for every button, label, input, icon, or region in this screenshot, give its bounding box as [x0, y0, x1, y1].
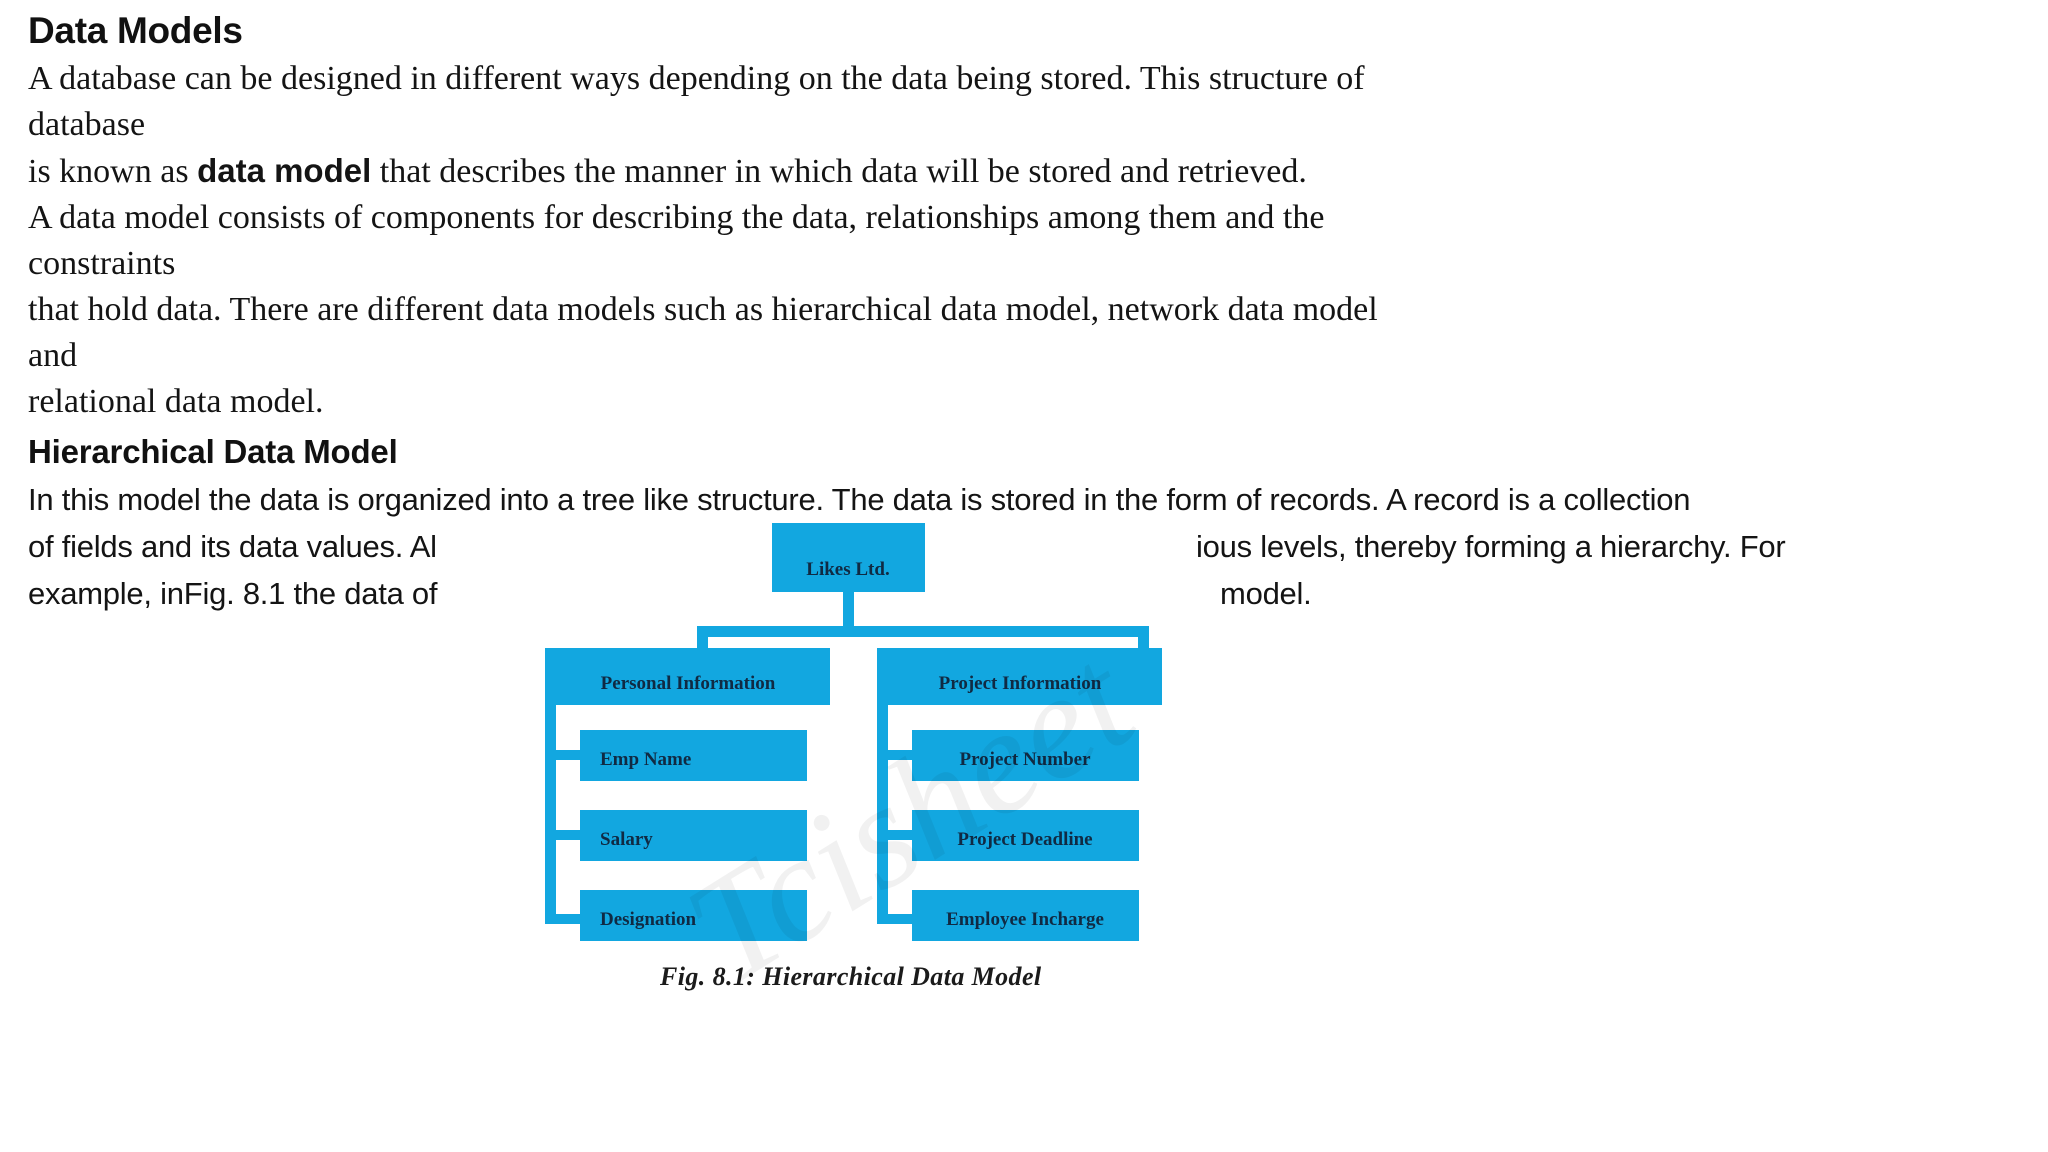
- connector-drop-personal: [697, 626, 708, 652]
- connector-lines: [545, 591, 1149, 924]
- subsection-title: Hierarchical Data Model: [28, 433, 398, 470]
- connector-stub-employee-incharge: [877, 914, 915, 924]
- article-text: Data Models A database can be designed i…: [28, 8, 2018, 617]
- node-emp-name-label: Emp Name: [600, 749, 691, 770]
- paragraph-1-line-4: A data model consists of components for …: [28, 199, 1325, 236]
- paragraph-1-line-5: constraints: [28, 245, 176, 282]
- node-emp-name-box: [580, 730, 807, 781]
- node-project-number-label: Project Number: [959, 749, 1091, 770]
- node-salary-label: Salary: [600, 829, 653, 850]
- node-salary: Salary: [580, 810, 807, 861]
- connector-stub-designation: [545, 914, 583, 924]
- connector-drop-project: [1138, 626, 1149, 652]
- paragraph-1-line-2: database: [28, 106, 146, 143]
- node-personal-information: Personal Information: [545, 648, 830, 705]
- node-employee-incharge-box: [912, 890, 1139, 941]
- node-emp-name: Emp Name: [580, 730, 807, 781]
- node-project-deadline: Project Deadline: [912, 810, 1139, 861]
- watermark-text: Tcisheet: [659, 617, 1160, 1017]
- paragraph-1-line-7: and: [28, 337, 78, 374]
- node-project-number-box: [912, 730, 1139, 781]
- paragraph-1-line-3: is known as data model that describes th…: [28, 148, 2018, 195]
- paragraph-2-line-3: example, inFig. 8.1 the data of model.: [28, 570, 2018, 617]
- node-personal-information-box: [545, 648, 830, 705]
- node-project-number: Project Number: [912, 730, 1139, 781]
- node-designation-label: Designation: [600, 909, 697, 930]
- node-employee-incharge: Employee Incharge: [912, 890, 1139, 941]
- connector-left-spine: [545, 700, 556, 924]
- node-project-deadline-box: [912, 810, 1139, 861]
- connector-horizontal-bar: [697, 626, 1149, 637]
- paragraph-2-line-2-right: ious levels, thereby forming a hierarchy…: [1196, 529, 1786, 564]
- paragraph-2-line-1: In this model the data is organized into…: [28, 482, 1691, 517]
- connector-right-spine: [877, 700, 888, 924]
- paragraph-1-line-6: that hold data. There are different data…: [28, 291, 1378, 328]
- paragraph-1-line-3-post: that describes the manner in which data …: [371, 153, 1307, 190]
- node-employee-incharge-label: Employee Incharge: [946, 909, 1104, 930]
- paragraph-1-line-1: A database can be designed in different …: [28, 60, 1365, 97]
- paragraph-2-line-3-left: example, inFig. 8.1 the data of: [28, 576, 438, 611]
- node-salary-box: [580, 810, 807, 861]
- connector-stub-project-deadline: [877, 830, 915, 840]
- node-project-information-box: [877, 648, 1162, 705]
- connector-stub-emp-name: [545, 750, 583, 760]
- node-designation: Designation: [580, 890, 807, 941]
- figure-caption: Fig. 8.1: Hierarchical Data Model: [660, 962, 1042, 991]
- node-designation-box: [580, 890, 807, 941]
- page-title: Data Models: [28, 10, 243, 51]
- paragraph-2-line-2-left: of fields and its data values. Al: [28, 529, 437, 564]
- node-personal-information-label: Personal Information: [601, 673, 776, 694]
- connector-stub-project-number: [877, 750, 915, 760]
- data-model-bold-term: data model: [197, 152, 372, 189]
- node-project-information: Project Information: [877, 648, 1162, 705]
- paragraph-2-line-3-right: model.: [1220, 576, 1312, 611]
- node-project-information-label: Project Information: [939, 673, 1102, 694]
- paragraph-2-line-2: of fields and its data values. Al ious l…: [28, 523, 2018, 570]
- paragraph-1-line-3-pre: is known as: [28, 153, 198, 190]
- node-project-deadline-label: Project Deadline: [957, 829, 1092, 850]
- paragraph-1-line-8: relational data model.: [28, 383, 324, 420]
- connector-stub-salary: [545, 830, 583, 840]
